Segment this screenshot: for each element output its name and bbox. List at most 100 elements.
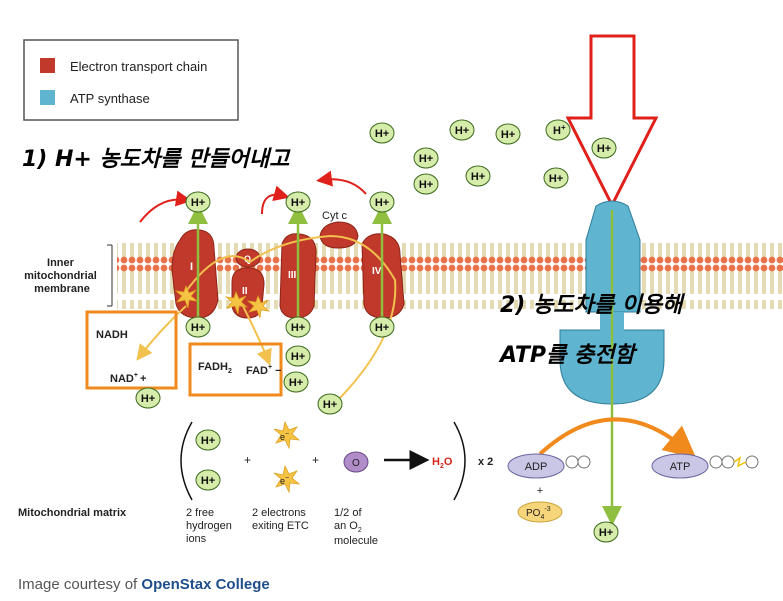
h-plus-ion: H+ (285, 316, 311, 338)
h-plus-ion: H+ (545, 119, 571, 141)
legend-synthase-label: ATP synthase (70, 91, 150, 106)
h-plus-ion: H+ (591, 137, 617, 159)
svg-text:H+: H+ (597, 143, 611, 155)
annotation-step2-line1: 2) 농도차를 이용해 (500, 293, 686, 318)
adp-plus: + (537, 485, 543, 497)
svg-text:H+: H+ (375, 197, 389, 209)
h-plus-ion: H+ (413, 173, 439, 195)
complex-I: I (171, 229, 219, 319)
eq-plus-1: + (244, 453, 251, 467)
h-plus-ion: H+ (449, 119, 475, 141)
h-plus-ion: H+ (543, 167, 569, 189)
h-plus-ion: H+ (495, 123, 521, 145)
legend: Electron transport chain ATP synthase (23, 39, 239, 121)
adp: ADP (507, 453, 591, 479)
atp: ATP (651, 453, 759, 479)
caption-oxygen: 1/2 of an O2 molecule (334, 507, 378, 547)
h-plus-ion: H+ (465, 165, 491, 187)
svg-text:O: O (352, 458, 360, 469)
ubiquinone: Q (235, 248, 261, 268)
svg-text:H+: H+ (289, 377, 303, 389)
svg-text:H+: H+ (291, 197, 305, 209)
svg-text:PO4-3: PO4-3 (526, 506, 551, 521)
svg-text:H+: H+ (375, 128, 389, 140)
oxygen-atom: O (343, 451, 369, 473)
complex-II-label: II (242, 286, 248, 297)
h-plus-ion: H+ (285, 191, 311, 213)
times-two: x 2 (478, 456, 493, 468)
svg-text:H+: H+ (323, 399, 337, 411)
svg-text:e−: e− (280, 475, 289, 486)
legend-synthase-swatch (40, 90, 55, 105)
svg-text:H+: H+ (375, 322, 389, 334)
water-label: H2O (432, 456, 453, 470)
svg-text:H+: H+ (191, 322, 205, 334)
h-plus-ion: H+ (185, 191, 211, 213)
caption-hydrogen: 2 free hydrogen ions (186, 507, 235, 545)
annotation-red-arrows (139, 170, 367, 223)
matrix-label: Mitochondrial matrix (18, 507, 127, 519)
legend-etc-swatch (40, 58, 55, 73)
h-plus-ion: H+ (185, 316, 211, 338)
svg-text:H+: H+ (553, 123, 566, 137)
svg-text:H+: H+ (599, 527, 613, 539)
svg-text:ADP: ADP (525, 461, 548, 473)
fad-label: FAD+− (246, 364, 282, 377)
legend-etc-label: Electron transport chain (70, 59, 207, 74)
complex-III-label: III (288, 270, 297, 281)
svg-text:H+: H+ (419, 153, 433, 165)
svg-text:e−: e− (280, 431, 289, 442)
fadh-highlight-box (188, 342, 283, 397)
left-paren (180, 421, 193, 501)
h-plus-ion: H+ (593, 521, 619, 543)
svg-text:H+: H+ (291, 351, 305, 363)
svg-text:H+: H+ (141, 393, 155, 405)
h-plus-ion: H+ (369, 191, 395, 213)
h-plus-ion: H+ (195, 429, 221, 451)
proton-pump-arrows (188, 204, 392, 318)
eq-plus-2: + (312, 453, 319, 467)
fadh2-label: FADH2 (198, 361, 232, 375)
svg-text:H+: H+ (201, 475, 215, 487)
annotation-step1: 1) H+ 농도차를 만들어내고 (22, 147, 291, 172)
h-plus-ion: H+ (195, 469, 221, 491)
cytochrome-c: Cyt c (319, 210, 359, 249)
credit-source-link: OpenStax College (141, 576, 269, 593)
atp-synthesis-arrow (538, 417, 697, 459)
complex-I-label: I (190, 261, 193, 273)
svg-text:ATP: ATP (670, 461, 691, 473)
h-plus-ion: H+ (283, 371, 309, 393)
electron-stars: e− e− (273, 420, 301, 494)
svg-text:H+: H+ (455, 125, 469, 137)
h-plus-ions: H+ H+ H+ H+ H+ H+ H+ H+ H+ H+ H+ H+ H+ H+ H+ H+ H+ H+ H+ H+… (135, 119, 619, 543)
nad-label: NAD++ (110, 372, 146, 385)
complex-IV-label: IV (372, 266, 382, 277)
right-paren (453, 421, 466, 501)
svg-text:Q: Q (244, 254, 251, 264)
svg-text:H+: H+ (471, 171, 485, 183)
annotation-step2-line2: ATP를 충전함 (498, 343, 638, 368)
svg-text:H+: H+ (549, 173, 563, 185)
caption-electrons: 2 electrons exiting ETC (252, 507, 309, 532)
h-plus-ion: H+ (369, 316, 395, 338)
svg-text:H+: H+ (419, 179, 433, 191)
h-plus-ion: H+ (369, 122, 395, 144)
electron-sparks (174, 284, 271, 319)
image-credit: Image courtesy of OpenStax College (18, 576, 270, 593)
inner-membrane-label: Inner mitochondrial membrane (24, 257, 100, 295)
cyt-c-label: Cyt c (322, 210, 348, 222)
atp-synthase (559, 200, 665, 526)
h-plus-ion: H+ (317, 393, 343, 415)
h-plus-ion: H+ (413, 147, 439, 169)
svg-text:H+: H+ (201, 435, 215, 447)
svg-text:H+: H+ (191, 197, 205, 209)
h-plus-ion: H+ (135, 387, 161, 409)
nadh-highlight-box (85, 310, 178, 390)
svg-text:H+: H+ (291, 322, 305, 334)
big-red-arrow (565, 34, 659, 209)
h-plus-ion: H+ (285, 345, 311, 367)
nadh-label: NADH (96, 329, 128, 341)
phosphate: PO4-3 (517, 501, 563, 523)
svg-text:H+: H+ (501, 129, 515, 141)
